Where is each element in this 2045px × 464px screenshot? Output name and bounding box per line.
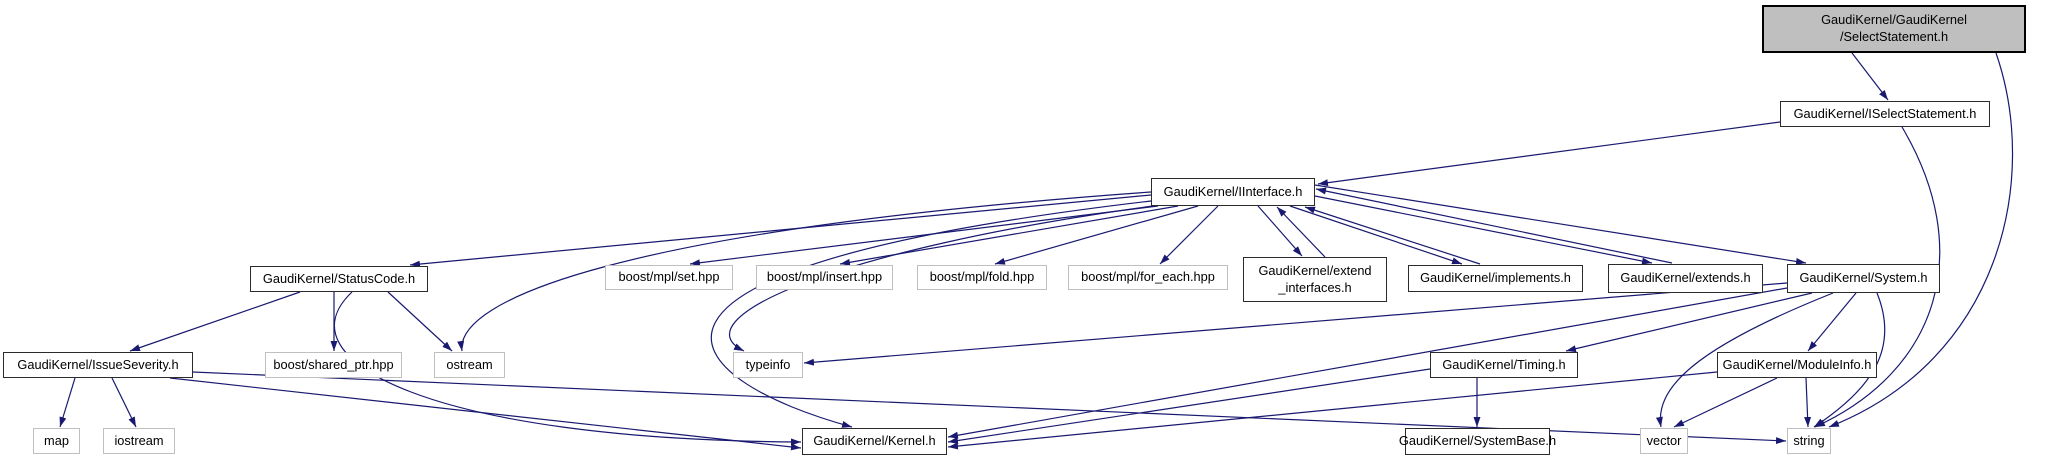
graph-node-label: GaudiKernel/extends.h	[1620, 270, 1751, 286]
graph-edge-timing-kernel	[947, 368, 1431, 444]
graph-node-mpl_insert: boost/mpl/insert.hpp	[756, 265, 893, 290]
graph-edge-iselectstatement-string	[1814, 126, 1941, 428]
graph-edge-system-moduleinfo	[1807, 292, 1857, 352]
graph-edge-moduleinfo-kernel	[947, 371, 1718, 450]
graph-node-typeinfo: typeinfo	[733, 352, 803, 378]
graph-node-extends[interactable]: GaudiKernel/extends.h	[1608, 264, 1763, 293]
graph-edge-extends-iinterface	[1315, 187, 1673, 264]
graph-edge-implements-iinterface	[1304, 206, 1481, 265]
graph-node-label: GaudiKernel/ModuleInfo.h	[1722, 356, 1872, 372]
graph-node-implements[interactable]: GaudiKernel/implements.h	[1408, 265, 1583, 292]
graph-node-mpl_fold: boost/mpl/fold.hpp	[917, 265, 1047, 290]
graph-node-label: GaudiKernel/implements.h	[1420, 270, 1571, 286]
graph-edge-iinterface-mpl_set	[689, 205, 1159, 267]
graph-node-label: vector	[1646, 432, 1682, 448]
graph-node-extend_interfaces[interactable]: GaudiKernel/extend_interfaces.h	[1243, 257, 1387, 302]
graph-edge-issueseverity-map	[59, 377, 76, 428]
graph-edge-statuscode-issueseverity	[129, 291, 301, 352]
graph-edge-iinterface-mpl_fold	[994, 205, 1199, 265]
graph-edge-system-timing	[1565, 292, 1813, 353]
graph-edge-selectstatement-iselectstatement	[1851, 52, 1889, 101]
graph-edge-issueseverity-kernel	[169, 377, 802, 451]
graph-node-label: boost/shared_ptr.hpp	[273, 356, 394, 372]
graph-edge-moduleinfo-string	[1804, 377, 1812, 428]
graph-node-label: GaudiKernel/StatusCode.h	[262, 270, 416, 286]
graph-node-mpl_foreach: boost/mpl/for_each.hpp	[1068, 265, 1228, 290]
graph-node-label: GaudiKernel/System.h	[1799, 270, 1928, 286]
graph-node-label: GaudiKernel/Kernel.h	[813, 433, 936, 449]
graph-edge-selectstatement-string	[1828, 52, 2014, 428]
graph-node-vector: vector	[1640, 428, 1688, 454]
graph-node-statuscode[interactable]: GaudiKernel/StatusCode.h	[250, 266, 428, 292]
graph-edge-iinterface-ostream	[457, 191, 1152, 352]
graph-node-label: GaudiKernel/GaudiKernel	[1821, 12, 1967, 28]
graph-edge-iinterface-statuscode	[409, 194, 1152, 268]
graph-edge-extend_interfaces-iinterface	[1276, 206, 1326, 258]
graph-edge-statuscode-kernel	[333, 291, 802, 446]
graph-edge-moduleinfo-vector	[1673, 377, 1778, 428]
graph-node-label: /SelectStatement.h	[1839, 29, 1949, 44]
graph-node-iinterface[interactable]: GaudiKernel/IInterface.h	[1151, 178, 1315, 206]
graph-node-iostream: iostream	[103, 428, 175, 454]
graph-edge-iselectstatement-iinterface	[1317, 121, 1781, 187]
graph-node-ostream: ostream	[434, 352, 505, 378]
graph-node-label: ostream	[446, 356, 493, 372]
graph-node-selectstatement: GaudiKernel/GaudiKernel/SelectStatement.…	[1762, 5, 2026, 53]
graph-node-label: GaudiKernel/extend	[1258, 262, 1372, 278]
graph-node-label: boost/mpl/fold.hpp	[929, 269, 1035, 285]
graph-node-label: boost/mpl/for_each.hpp	[1081, 269, 1215, 285]
graph-edge-issueseverity-iostream	[111, 377, 137, 428]
graph-edge-system-kernel	[947, 287, 1788, 439]
graph-node-systembase[interactable]: GaudiKernel/SystemBase.h	[1399, 428, 1556, 455]
graph-node-label: GaudiKernel/Timing.h	[1442, 356, 1566, 372]
graph-node-mpl_set: boost/mpl/set.hpp	[605, 265, 733, 290]
graph-node-label: GaudiKernel/IInterface.h	[1163, 183, 1303, 199]
graph-node-issueseverity[interactable]: GaudiKernel/IssueSeverity.h	[3, 352, 193, 378]
graph-edge-system-typeinfo	[803, 282, 1788, 366]
graph-node-system[interactable]: GaudiKernel/System.h	[1787, 264, 1940, 293]
graph-node-label: GaudiKernel/ISelectStatement.h	[1793, 105, 1977, 121]
graph-edge-iinterface-extend_interfaces	[1257, 205, 1303, 257]
graph-node-label: GaudiKernel/SystemBase.h	[1398, 433, 1557, 449]
graph-node-label: string	[1793, 432, 1825, 448]
graph-node-moduleinfo[interactable]: GaudiKernel/ModuleInfo.h	[1717, 352, 1877, 378]
graph-edge-system-vector	[1655, 292, 1834, 428]
graph-edge-iinterface-mpl_foreach	[1159, 205, 1219, 265]
graph-edge-statuscode-ostream	[387, 291, 453, 352]
graph-node-label: iostream	[114, 432, 164, 448]
graph-node-kernel[interactable]: GaudiKernel/Kernel.h	[802, 428, 947, 455]
graph-edge-iinterface-kernel	[710, 200, 1152, 428]
graph-edge-iinterface-implements	[1289, 205, 1463, 265]
graph-node-label: boost/mpl/set.hpp	[618, 269, 720, 285]
graph-edge-iinterface-system	[1314, 184, 1807, 265]
graph-node-shared_ptr: boost/shared_ptr.hpp	[265, 352, 402, 378]
graph-node-label: map	[44, 432, 69, 448]
graph-node-timing[interactable]: GaudiKernel/Timing.h	[1430, 352, 1578, 378]
graph-node-label: boost/mpl/insert.hpp	[766, 269, 883, 285]
graph-edge-iinterface-extends	[1314, 195, 1653, 265]
graph-node-map: map	[33, 428, 80, 454]
graph-node-iselectstatement[interactable]: GaudiKernel/ISelectStatement.h	[1780, 101, 1990, 127]
graph-node-string: string	[1787, 428, 1831, 454]
graph-node-label: typeinfo	[745, 356, 791, 372]
graph-node-label: _interfaces.h	[1278, 279, 1352, 295]
graph-node-label: GaudiKernel/IssueSeverity.h	[17, 356, 179, 372]
